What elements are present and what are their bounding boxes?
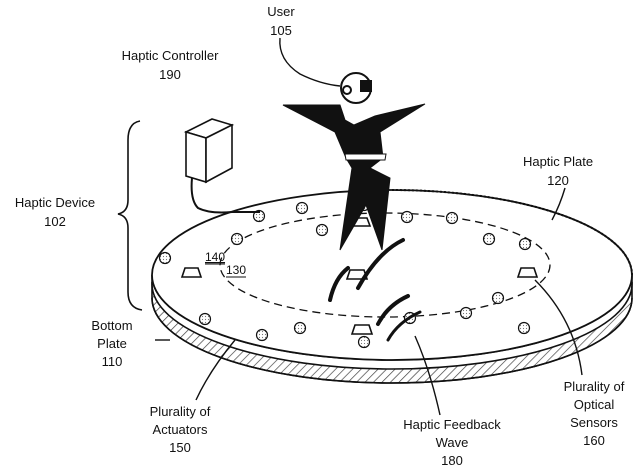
user-ref: 105 xyxy=(270,23,292,38)
optical-sensors-label-line1: Plurality of xyxy=(564,379,625,394)
feedback-wave-label-line2: Wave xyxy=(436,435,469,450)
feedback-wave-ref: 180 xyxy=(441,453,463,468)
actuator xyxy=(252,209,266,223)
actuator xyxy=(459,306,473,320)
optical-sensors-label-line2: Optical xyxy=(574,397,615,412)
actuator xyxy=(517,321,531,335)
feedback-wave-label-line1: Haptic Feedback xyxy=(403,417,501,432)
actuator xyxy=(255,328,269,342)
actuators-ref: 150 xyxy=(169,440,191,455)
haptic-plate xyxy=(151,189,633,370)
actuator xyxy=(158,251,172,265)
actuator xyxy=(293,321,307,335)
vr-headset-icon xyxy=(360,80,372,92)
leader-lines xyxy=(155,37,583,416)
haptic-device-ref: 102 xyxy=(44,214,66,229)
haptic-feedback-wave xyxy=(328,238,422,342)
haptic-device-label: Haptic Device xyxy=(15,195,95,210)
haptic-device-brace xyxy=(117,120,143,311)
haptic-controller-box xyxy=(183,118,260,214)
haptic-controller-label: Haptic Controller xyxy=(122,48,219,63)
actuators-label-line1: Plurality of xyxy=(150,404,211,419)
haptic-controller-ref: 190 xyxy=(159,67,181,82)
actuator xyxy=(315,223,329,237)
actuator xyxy=(482,232,496,246)
actuator xyxy=(357,335,371,349)
actuator xyxy=(491,291,505,305)
bottom-plate-ref: 110 xyxy=(102,354,123,369)
optical-sensor xyxy=(345,269,369,280)
bottom-plate-label-line2: Plate xyxy=(97,336,127,351)
actuator xyxy=(230,232,244,246)
user-label: User xyxy=(267,4,295,19)
actuator xyxy=(198,312,212,326)
optical-sensors-ref: 160 xyxy=(583,433,605,448)
actuator xyxy=(400,210,414,224)
actuator xyxy=(445,211,459,225)
bottom-plate-label-line1: Bottom xyxy=(91,318,132,333)
actuators-label-line2: Actuators xyxy=(153,422,208,437)
optical-sensor xyxy=(350,324,374,335)
ref-130: 130 xyxy=(226,263,246,277)
ref-140: 140 xyxy=(205,250,225,264)
optical-sensor xyxy=(516,267,539,278)
haptic-plate-ref: 120 xyxy=(547,173,569,188)
actuator xyxy=(295,201,309,215)
actuator xyxy=(518,237,532,251)
haptic-plate-label: Haptic Plate xyxy=(523,154,593,169)
user-figure xyxy=(282,72,426,251)
optical-sensors xyxy=(180,217,539,335)
optical-sensors-label-line3: Sensors xyxy=(570,415,618,430)
optical-sensor xyxy=(180,267,203,278)
